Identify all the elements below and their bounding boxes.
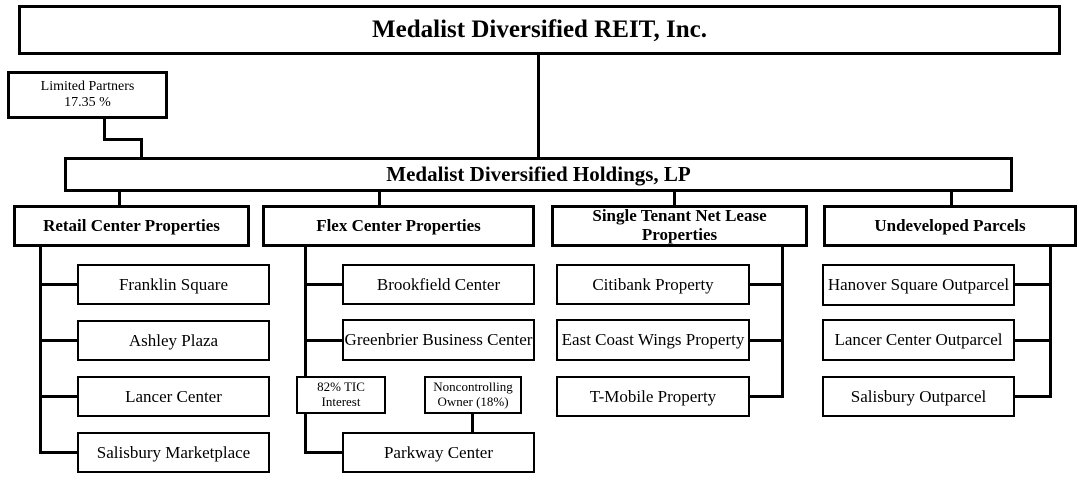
connector-stub bbox=[750, 395, 784, 398]
connector-parent-holdings bbox=[537, 55, 540, 157]
node-limited-partners: Limited Partners 17.35 % bbox=[7, 71, 168, 119]
connector-stub bbox=[39, 451, 77, 454]
node-salisbury-marketplace: Salisbury Marketplace bbox=[77, 432, 270, 473]
node-franklin-square: Franklin Square bbox=[77, 264, 270, 305]
group-header-retail-center: Retail Center Properties bbox=[13, 205, 250, 247]
node-citibank-property: Citibank Property bbox=[556, 264, 750, 305]
group-header-undeveloped-parcels: Undeveloped Parcels bbox=[823, 205, 1077, 247]
connector-flex-trunk bbox=[304, 247, 307, 454]
connector-limited-partners bbox=[140, 138, 143, 157]
node-greenbrier-business-center: Greenbrier Business Center bbox=[342, 319, 535, 361]
connector-undeveloped-trunk bbox=[1049, 247, 1052, 398]
group-header-flex-center: Flex Center Properties bbox=[262, 205, 535, 247]
node-parkway-center: Parkway Center bbox=[342, 432, 535, 473]
connector-holdings-flex bbox=[378, 191, 381, 205]
connector-noncontrolling-parkway bbox=[471, 414, 474, 432]
node-noncontrolling-owner-note: Noncontrolling Owner (18%) bbox=[424, 376, 522, 414]
connector-holdings-single-tenant bbox=[673, 191, 676, 205]
limited-partners-percent: 17.35 % bbox=[64, 95, 111, 110]
node-ashley-plaza: Ashley Plaza bbox=[77, 320, 270, 361]
node-tic-interest-note: 82% TIC Interest bbox=[296, 376, 386, 414]
node-hanover-square-outparcel: Hanover Square Outparcel bbox=[822, 264, 1015, 306]
connector-stub bbox=[39, 395, 77, 398]
tic-note-line: Interest bbox=[321, 394, 361, 409]
connector-stub bbox=[750, 283, 784, 286]
node-t-mobile-property: T-Mobile Property bbox=[556, 376, 750, 417]
tic-note-line: 82% TIC bbox=[317, 379, 365, 395]
connector-limited-partners bbox=[103, 138, 143, 141]
connector-limited-partners bbox=[103, 119, 106, 141]
node-parent-company: Medalist Diversified REIT, Inc. bbox=[18, 5, 1061, 55]
group-header-single-tenant: Single Tenant Net Lease Properties bbox=[551, 205, 808, 247]
connector-stub bbox=[304, 451, 342, 454]
node-east-coast-wings-property: East Coast Wings Property bbox=[556, 319, 750, 361]
node-salisbury-outparcel: Salisbury Outparcel bbox=[822, 376, 1015, 417]
connector-stub bbox=[750, 339, 784, 342]
connector-stub bbox=[39, 339, 77, 342]
connector-stub bbox=[1015, 395, 1052, 398]
connector-stub bbox=[1015, 339, 1052, 342]
connector-stub bbox=[39, 283, 77, 286]
node-lancer-center: Lancer Center bbox=[77, 376, 270, 417]
connector-retail-trunk bbox=[39, 247, 42, 454]
node-brookfield-center: Brookfield Center bbox=[342, 264, 535, 305]
node-holdings-lp: Medalist Diversified Holdings, LP bbox=[64, 157, 1013, 192]
connector-holdings-undeveloped bbox=[950, 191, 953, 205]
connector-single-tenant-trunk bbox=[781, 247, 784, 398]
connector-stub bbox=[1015, 283, 1052, 286]
connector-holdings-retail bbox=[118, 191, 121, 205]
limited-partners-label: Limited Partners bbox=[40, 78, 135, 94]
noncontrolling-note-line: Owner (18%) bbox=[437, 394, 509, 409]
noncontrolling-note-line: Noncontrolling bbox=[433, 379, 513, 395]
node-lancer-center-outparcel: Lancer Center Outparcel bbox=[822, 319, 1015, 361]
connector-stub bbox=[304, 283, 342, 286]
connector-stub bbox=[304, 339, 342, 342]
